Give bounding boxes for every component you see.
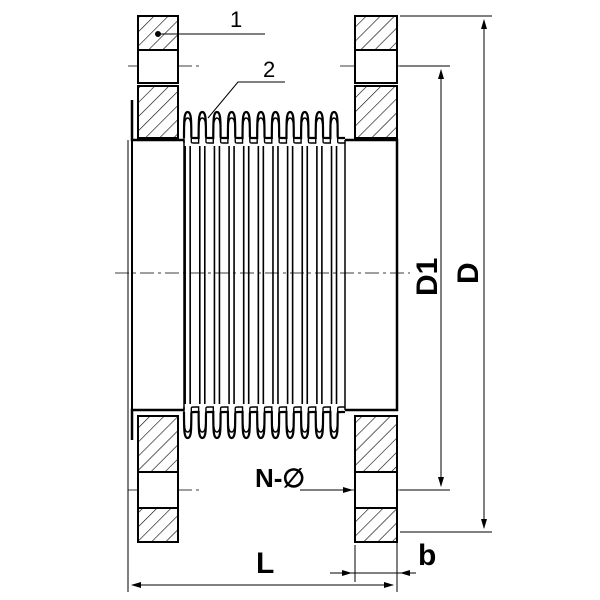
bellows-bottom-inner-profile [183,406,345,433]
left-flange-top-lower [137,85,179,139]
left-flange-bottom-lower [137,507,179,543]
left-flange-bottom-upper [137,415,179,473]
label-outer-diameter: D [452,262,485,284]
leader-part-2 [207,81,285,119]
right-flange-top-upper [354,15,398,51]
label-part-2: 2 [263,57,275,82]
left-flange [137,15,179,543]
leaders [155,31,285,119]
label-part-1: 1 [230,7,242,32]
right-flange-bottom-bolthole [354,471,398,509]
dimensions [127,15,492,592]
bellows [182,110,345,440]
right-flange [354,15,398,543]
left-flange-bottom-bolthole [137,471,179,509]
right-flange-bottom-upper [354,415,398,473]
bellows-convolution-lines [184,146,338,404]
label-inner-diameter: D1 [411,258,444,296]
inner-sleeve [127,100,399,440]
bellows-top-inner-profile [183,117,345,144]
sleeve-right [345,138,399,412]
label-length: L [256,547,274,580]
leader-part-1-dot [155,31,161,37]
labels: 1 2 N-∅ L b D1 D [230,7,485,580]
label-flange-thickness: b [418,539,436,572]
right-flange-bottom-lower [354,507,398,543]
right-flange-top-lower [354,85,398,139]
label-bolt-holes: N-∅ [255,463,305,493]
right-flange-top-bolthole [354,49,398,84]
left-flange-top-bolthole [137,49,179,84]
